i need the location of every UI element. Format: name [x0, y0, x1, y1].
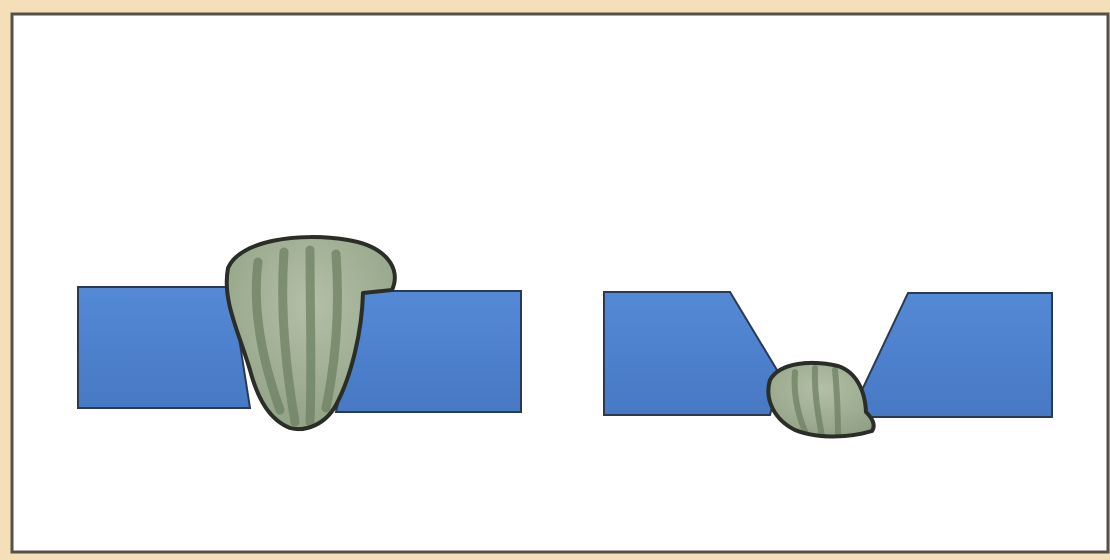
- incomplete-penetration-weld-illustration: [603, 291, 1053, 439]
- full-penetration-weld-illustration: [77, 235, 522, 431]
- diagram-panel: [10, 12, 1110, 554]
- partial-weld-outline: [766, 360, 876, 439]
- left-plate-a: [77, 286, 252, 409]
- right-plate-b: [860, 292, 1053, 418]
- partial-weld-ripples: [791, 365, 841, 437]
- full-weld-ripples: [251, 245, 343, 427]
- full-weld-outline: [224, 235, 397, 431]
